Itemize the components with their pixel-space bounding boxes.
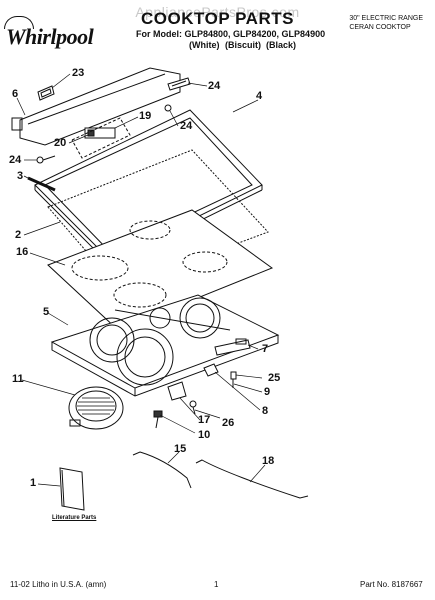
callout-1: 1 (30, 477, 37, 489)
screw-part (164, 104, 172, 112)
screw-left-part (36, 155, 56, 164)
range-line-2: CERAN COOKTOP (349, 24, 411, 31)
callout-4: 4 (256, 90, 263, 102)
callout-3: 3 (17, 170, 24, 182)
element-bracket-part (167, 381, 187, 401)
watermark: AppliancePartsPros.com (135, 4, 300, 20)
mounting-bracket-part (214, 338, 251, 356)
callout-15: 15 (174, 443, 187, 455)
callout-2: 2 (15, 229, 22, 241)
screw-25-part (230, 371, 237, 388)
burner-box-part (50, 294, 280, 397)
wire-harness-18-part (195, 459, 309, 499)
page-number: 1 (214, 580, 219, 589)
color-black: (Black) (266, 40, 297, 50)
part-number: Part No. 8187667 (360, 580, 423, 589)
clip-part (203, 363, 219, 377)
range-description: 30" ELECTRIC RANGE CERAN COOKTOP (349, 14, 423, 32)
page-title: COOKTOP PARTS (141, 9, 294, 28)
callout-24: 24 (9, 154, 22, 166)
callout-18: 18 (262, 455, 275, 467)
backguard-part (11, 67, 181, 146)
terminal-block-part (84, 127, 116, 139)
callout-24: 24 (208, 80, 221, 92)
callout-24: 24 (180, 120, 193, 132)
callout-25: 25 (268, 372, 281, 384)
callout-16: 16 (16, 246, 29, 258)
bracket-part (167, 77, 191, 91)
callout-23: 23 (72, 67, 85, 79)
indicator-switch-part (37, 85, 55, 101)
color-white: (White) (189, 40, 220, 50)
callout-10: 10 (198, 429, 211, 441)
footer-litho: 11-02 Litho in U.S.A. (amn) (10, 580, 107, 589)
callout-17: 17 (198, 414, 211, 426)
terminal-part (153, 410, 163, 429)
screw-26-part (189, 400, 197, 415)
callout-9: 9 (264, 386, 271, 398)
callout-7: 7 (262, 343, 269, 355)
color-biscuit: (Biscuit) (225, 40, 261, 50)
leader-lines (16, 73, 266, 487)
callout-8: 8 (262, 405, 269, 417)
ceran-glass-top-part (47, 209, 274, 331)
brand-logo: Whirlpool (6, 24, 94, 49)
callout-20: 20 (54, 137, 67, 149)
literature-booklet-part (59, 467, 85, 511)
callout-26: 26 (222, 417, 235, 429)
literature-parts-label: Literature Parts (52, 515, 97, 521)
callout-19: 19 (139, 110, 152, 122)
cooktop-frame-part (34, 109, 263, 266)
range-line-1: 30" ELECTRIC RANGE (349, 15, 423, 22)
model-line: For Model: GLP84800, GLP84200, GLP84900 (136, 29, 326, 39)
wire-harness-15-part (132, 451, 192, 489)
callout-11: 11 (12, 373, 24, 385)
callout-5: 5 (43, 306, 50, 318)
callout-6: 6 (12, 88, 19, 100)
radiant-element-part (68, 386, 124, 430)
